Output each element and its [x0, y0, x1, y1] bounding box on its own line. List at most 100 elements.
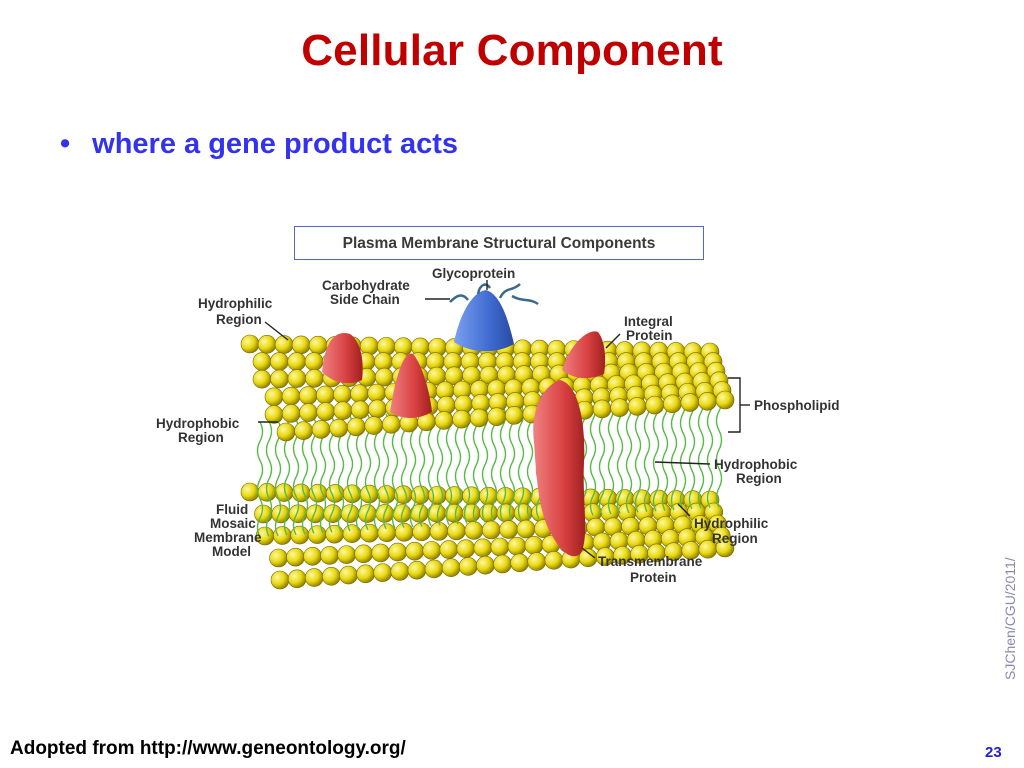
label-hydrophobic-left: Hydrophobic — [156, 416, 240, 431]
lipid-tail — [616, 398, 624, 514]
lipid-tail — [697, 392, 705, 509]
phospholipid-head — [382, 415, 401, 434]
lipid-tail — [598, 399, 606, 516]
leader-lines — [258, 280, 750, 559]
integral-protein-center — [390, 353, 432, 418]
phospholipid-head — [390, 562, 410, 581]
phospholipid-head — [299, 403, 318, 422]
bullet-dot: • — [60, 128, 71, 160]
label-hydrophilic-bottom-region: Region — [712, 531, 758, 546]
bullet-item: • where a gene product acts — [60, 128, 458, 161]
phospholipid-head — [487, 407, 507, 426]
label-fluid: Fluid — [216, 502, 248, 517]
phospholipid-head — [376, 337, 396, 356]
phospholipid-head — [507, 536, 527, 556]
label-phospholipid: Phospholipid — [754, 398, 840, 413]
phospholipid-head — [527, 552, 547, 571]
phospholipid-head — [663, 394, 682, 414]
phospholipid-head — [306, 504, 325, 524]
label-hydrophobic-right-region: Region — [736, 471, 782, 486]
phospholipid-head — [364, 416, 384, 435]
integral-protein-left — [322, 332, 363, 384]
bullet-text: where a gene product acts — [92, 128, 458, 160]
phospholipid-head — [269, 548, 288, 568]
phospholipid-head — [304, 568, 324, 587]
phospholipid-head — [264, 387, 284, 407]
phospholipid-head — [359, 336, 379, 356]
phospholipid-head — [287, 352, 306, 371]
phospholipid-head — [481, 520, 501, 540]
lipid-tail — [706, 392, 714, 508]
phospholipid-head — [388, 542, 408, 562]
phospholipid-head — [286, 547, 305, 567]
label-transmembrane: Transmembrane — [598, 554, 703, 569]
phospholipid-head — [476, 555, 495, 575]
lipid-tail — [427, 410, 435, 527]
phospholipid-head — [257, 334, 277, 354]
lipid-tail — [715, 391, 723, 508]
phospholipid-head — [333, 401, 353, 421]
phospholipid-head — [715, 538, 735, 558]
phospholipid-head — [281, 404, 301, 423]
lipid-tail — [508, 405, 516, 521]
phospholipid-head — [447, 521, 466, 541]
lipid-tail — [607, 398, 615, 515]
phospholipid-head — [394, 523, 414, 542]
phospholipid-head — [368, 399, 387, 419]
lipid-tail — [670, 394, 678, 511]
phospholipid-head — [264, 405, 284, 424]
diagram-title: Plasma Membrane Structural Components — [294, 226, 704, 260]
lipid-tail — [481, 407, 489, 523]
glycoprotein — [454, 290, 514, 352]
phospholipid-head — [411, 485, 430, 505]
phospholipid-head — [240, 482, 260, 502]
phospholipid-head — [458, 557, 478, 576]
phospholipid-head — [504, 406, 524, 425]
label-glycoprotein: Glycoprotein — [432, 266, 515, 281]
lipid-tail — [364, 414, 372, 531]
phospholipid-head — [424, 559, 444, 579]
phospholipid-head — [346, 417, 366, 437]
phospholipid-head — [337, 545, 356, 564]
lipid-tail — [445, 409, 453, 525]
label-transmembrane-protein: Protein — [630, 570, 677, 585]
phospholipid-head — [270, 369, 289, 389]
phospholipid-head — [499, 520, 518, 539]
phospholipid-head — [325, 524, 344, 544]
lipid-tail — [472, 407, 480, 524]
lipid-tail — [418, 411, 426, 527]
phospholipid-head — [422, 541, 442, 560]
phospholipid-head — [456, 539, 476, 558]
lipid-tail — [517, 404, 525, 521]
page-number: 23 — [985, 744, 1002, 761]
phospholipid-head — [281, 386, 301, 406]
label-hydrophilic-bottom: Hydrophilic — [694, 516, 769, 531]
phospholipid-head — [270, 570, 290, 590]
phospholipid-head — [294, 421, 313, 441]
phospholipid-head — [610, 398, 629, 417]
phospholipid-head — [329, 418, 348, 438]
phospholipid-head — [627, 397, 647, 416]
phospholipid-head — [240, 334, 260, 354]
phospholipid-head — [371, 543, 390, 563]
label-model: Model — [212, 544, 251, 559]
label-side-chain: Side Chain — [330, 292, 400, 307]
phospholipid-head — [303, 547, 322, 566]
watermark: SJChen/CGU/2011/ — [1002, 557, 1018, 680]
phospholipid-head — [339, 565, 358, 585]
phospholipid-head — [698, 391, 717, 411]
phospholipid-head — [350, 384, 369, 404]
label-hydrophilic-top: Hydrophilic — [198, 296, 273, 311]
slide-title: Cellular Component — [301, 26, 723, 75]
phospholipid-head — [316, 402, 335, 421]
label-integral-protein: Protein — [626, 328, 673, 343]
phospholipid-head — [377, 523, 397, 543]
phospholipid-head — [311, 420, 331, 439]
phospholipid-head — [367, 383, 386, 403]
phospholipid-head — [452, 409, 471, 429]
phospholipid-head — [305, 368, 324, 388]
label-membrane: Membrane — [194, 530, 262, 545]
phospholipid-head — [510, 553, 529, 573]
phospholipid-head — [274, 335, 294, 354]
lipid-tail — [490, 406, 498, 523]
